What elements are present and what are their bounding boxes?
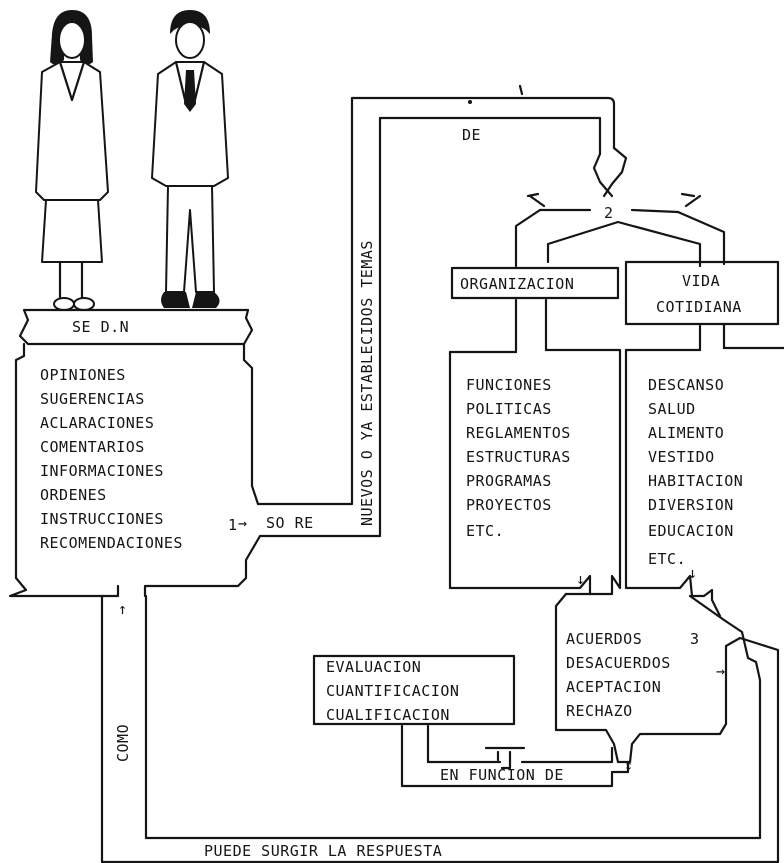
vida-label-line2: COTIDIANA	[656, 298, 742, 316]
step-number-1: 1	[228, 516, 238, 534]
results-box	[102, 594, 778, 862]
result-item: ACEPTACION	[566, 678, 661, 696]
arrow-icon: →	[238, 514, 248, 532]
organizacion-label: ORGANIZACION	[460, 275, 574, 293]
step-number-2: 2	[604, 204, 614, 222]
org-item: ETC.	[466, 522, 504, 540]
comm-item: ACLARACIONES	[40, 414, 154, 432]
org-item: PROGRAMAS	[466, 472, 552, 490]
org-item: ESTRUCTURAS	[466, 448, 571, 466]
vida-items: DESCANSO SALUD ALIMENTO VESTIDO HABITACI…	[648, 376, 743, 568]
speck	[468, 100, 472, 104]
org-item: PROYECTOS	[466, 496, 552, 514]
puede-surgir-label: PUEDE SURGIR LA RESPUESTA	[204, 842, 442, 860]
org-item: REGLAMENTOS	[466, 424, 571, 442]
comm-item: INFORMACIONES	[40, 462, 164, 480]
comm-item: RECOMENDACIONES	[40, 534, 183, 552]
vida-item: VESTIDO	[648, 448, 715, 466]
comm-item: INSTRUCCIONES	[40, 510, 164, 528]
vida-item: DIVERSION	[648, 496, 734, 514]
updown-arrow-icon: ↕	[624, 756, 634, 774]
comm-item: OPINIONES	[40, 366, 126, 384]
result-item: RECHAZO	[566, 702, 633, 720]
evaluation-list: EVALUACION CUANTIFICACION CUALIFICACION	[326, 658, 459, 724]
vida-item: HABITACION	[648, 472, 743, 490]
vida-item: DESCANSO	[648, 376, 724, 394]
evaluation-item: CUANTIFICACION	[326, 682, 459, 700]
evaluation-item: CUALIFICACION	[326, 706, 450, 724]
vida-item: EDUCACION	[648, 522, 734, 540]
vida-item: SALUD	[648, 400, 696, 418]
woman-figure-icon	[36, 10, 108, 310]
org-item: FUNCIONES	[466, 376, 552, 394]
speck	[520, 86, 522, 94]
comm-item: SUGERENCIAS	[40, 390, 145, 408]
comm-item: ORDENES	[40, 486, 107, 504]
communications-list: OPINIONES SUGERENCIAS ACLARACIONES COMEN…	[40, 366, 183, 552]
results-list: ACUERDOS DESACUERDOS ACEPTACION RECHAZO	[566, 630, 671, 720]
organizacion-items: FUNCIONES POLITICAS REGLAMENTOS ESTRUCTU…	[466, 376, 571, 540]
up-arrow-icon: ↑	[118, 600, 128, 618]
result-item: DESACUERDOS	[566, 654, 671, 672]
org-item: POLITICAS	[466, 400, 552, 418]
de-label: DE	[462, 126, 481, 144]
vida-item: ALIMENTO	[648, 424, 724, 442]
man-figure-icon	[152, 10, 228, 308]
comm-item: COMENTARIOS	[40, 438, 145, 456]
down-arrow-icon: ↓	[688, 564, 698, 582]
right-arrow-icon: →	[716, 662, 726, 680]
sobre-label: SO RE	[266, 514, 314, 532]
evaluation-item: EVALUACION	[326, 658, 421, 676]
se-dan-label: SE D.N	[72, 318, 129, 336]
se-dan-box	[20, 310, 252, 344]
vida-label-line1: VIDA	[682, 272, 720, 290]
como-label: COMO	[114, 724, 132, 762]
step-number-3: 3	[690, 630, 700, 648]
result-item: ACUERDOS	[566, 630, 642, 648]
temas-label: NUEVOS O YA ESTABLECIDOS TEMAS	[358, 240, 376, 526]
en-funcion-de-label: EN FUNCION DE	[440, 766, 564, 784]
down-arrow-icon: ↓	[576, 570, 586, 588]
vida-item: ETC.	[648, 550, 686, 568]
junction-2	[516, 148, 724, 266]
